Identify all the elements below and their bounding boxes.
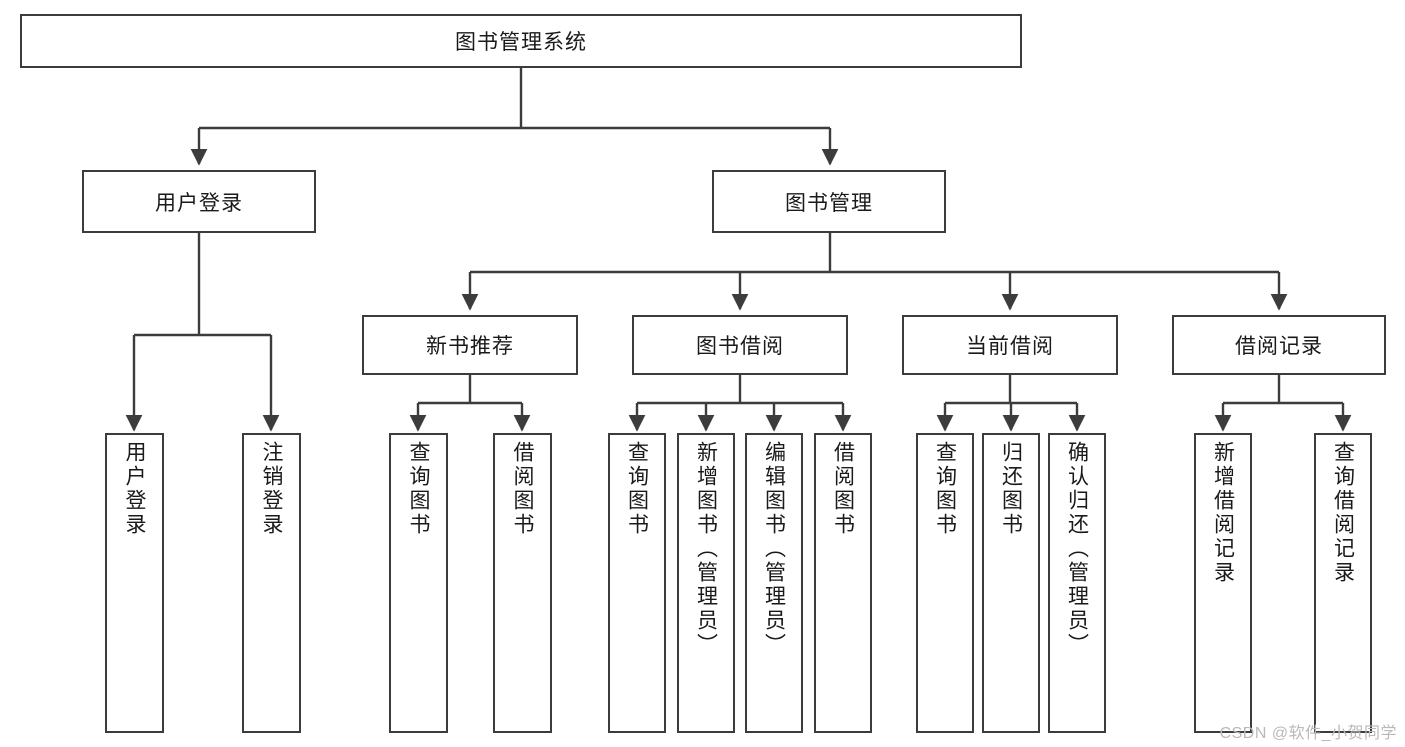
node-book-manage[interactable]: 图书管理 bbox=[712, 170, 946, 233]
node-new-book-rec-label: 新书推荐 bbox=[426, 335, 514, 358]
node-new-book-rec[interactable]: 新书推荐 bbox=[362, 315, 578, 375]
leaf-return-book-label: 归还图书 bbox=[999, 441, 1023, 537]
node-current-borrow[interactable]: 当前借阅 bbox=[902, 315, 1118, 375]
leaf-logout[interactable]: 注销登录 bbox=[242, 433, 301, 733]
leaf-return-book[interactable]: 归还图书 bbox=[982, 433, 1040, 733]
node-user-login[interactable]: 用户登录 bbox=[82, 170, 316, 233]
leaf-confirm-return-label: 确认归还（管理员） bbox=[1065, 441, 1089, 657]
node-root-label: 图书管理系统 bbox=[455, 31, 587, 54]
leaf-borrow-book-1[interactable]: 借阅图书 bbox=[493, 433, 552, 733]
leaf-confirm-return[interactable]: 确认归还（管理员） bbox=[1048, 433, 1106, 733]
watermark: CSDN @软件_小贺同学 bbox=[1219, 725, 1397, 742]
leaf-query-book-3-label: 查询图书 bbox=[933, 441, 957, 537]
leaf-add-book[interactable]: 新增图书（管理员） bbox=[677, 433, 735, 733]
node-book-borrow-label: 图书借阅 bbox=[696, 335, 784, 358]
leaf-query-record[interactable]: 查询借阅记录 bbox=[1314, 433, 1372, 733]
leaf-add-record[interactable]: 新增借阅记录 bbox=[1194, 433, 1252, 733]
leaf-edit-book-label: 编辑图书（管理员） bbox=[762, 441, 786, 657]
leaf-add-record-label: 新增借阅记录 bbox=[1211, 441, 1235, 585]
node-book-borrow[interactable]: 图书借阅 bbox=[632, 315, 848, 375]
leaf-query-book-3[interactable]: 查询图书 bbox=[916, 433, 974, 733]
leaf-user-login-label: 用户登录 bbox=[123, 441, 146, 537]
node-user-login-label: 用户登录 bbox=[155, 191, 243, 215]
leaf-query-book-2-label: 查询图书 bbox=[625, 441, 649, 537]
leaf-user-login[interactable]: 用户登录 bbox=[105, 433, 164, 733]
node-book-manage-label: 图书管理 bbox=[785, 191, 873, 215]
leaf-query-record-label: 查询借阅记录 bbox=[1331, 441, 1355, 585]
leaf-borrow-book-1-label: 借阅图书 bbox=[511, 441, 534, 537]
leaf-edit-book[interactable]: 编辑图书（管理员） bbox=[745, 433, 803, 733]
leaf-add-book-label: 新增图书（管理员） bbox=[694, 441, 718, 657]
node-borrow-record[interactable]: 借阅记录 bbox=[1172, 315, 1386, 375]
node-borrow-record-label: 借阅记录 bbox=[1235, 335, 1323, 358]
leaf-borrow-book-2[interactable]: 借阅图书 bbox=[814, 433, 872, 733]
node-current-borrow-label: 当前借阅 bbox=[966, 335, 1054, 358]
leaf-query-book-2[interactable]: 查询图书 bbox=[608, 433, 666, 733]
node-root[interactable]: 图书管理系统 bbox=[20, 14, 1022, 68]
leaf-query-book-1-label: 查询图书 bbox=[407, 441, 430, 537]
leaf-query-book-1[interactable]: 查询图书 bbox=[389, 433, 448, 733]
leaf-logout-label: 注销登录 bbox=[260, 441, 283, 537]
leaf-borrow-book-2-label: 借阅图书 bbox=[831, 441, 855, 537]
